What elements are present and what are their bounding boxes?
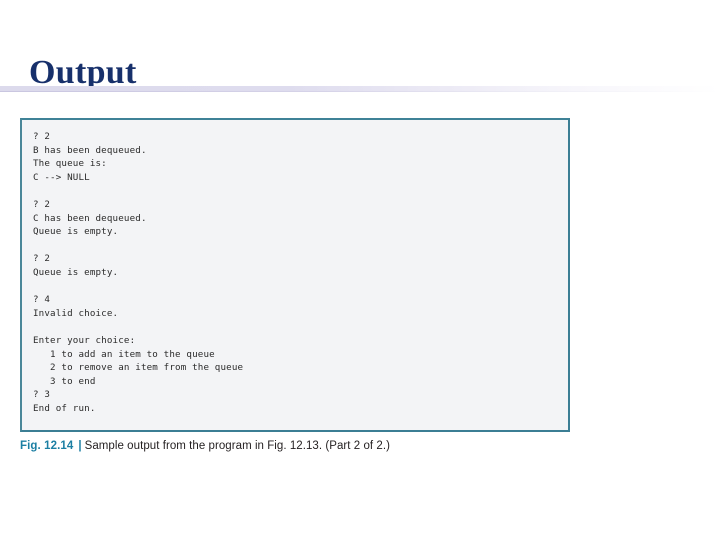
figure-caption-label: Fig. 12.14 [20,440,74,452]
page-title: Output [29,53,137,91]
figure-caption-separator: | [78,440,82,452]
console-output-box: ? 2 B has been dequeued. The queue is: C… [20,118,570,432]
title-divider-line [0,91,720,92]
figure-caption: Fig. 12.14 |Sample output from the progra… [20,438,570,454]
console-output-text: ? 2 B has been dequeued. The queue is: C… [33,131,244,414]
title-divider [0,86,720,92]
figure-caption-text: Sample output from the program in Fig. 1… [84,440,390,452]
figure-block: ? 2 B has been dequeued. The queue is: C… [20,118,570,454]
